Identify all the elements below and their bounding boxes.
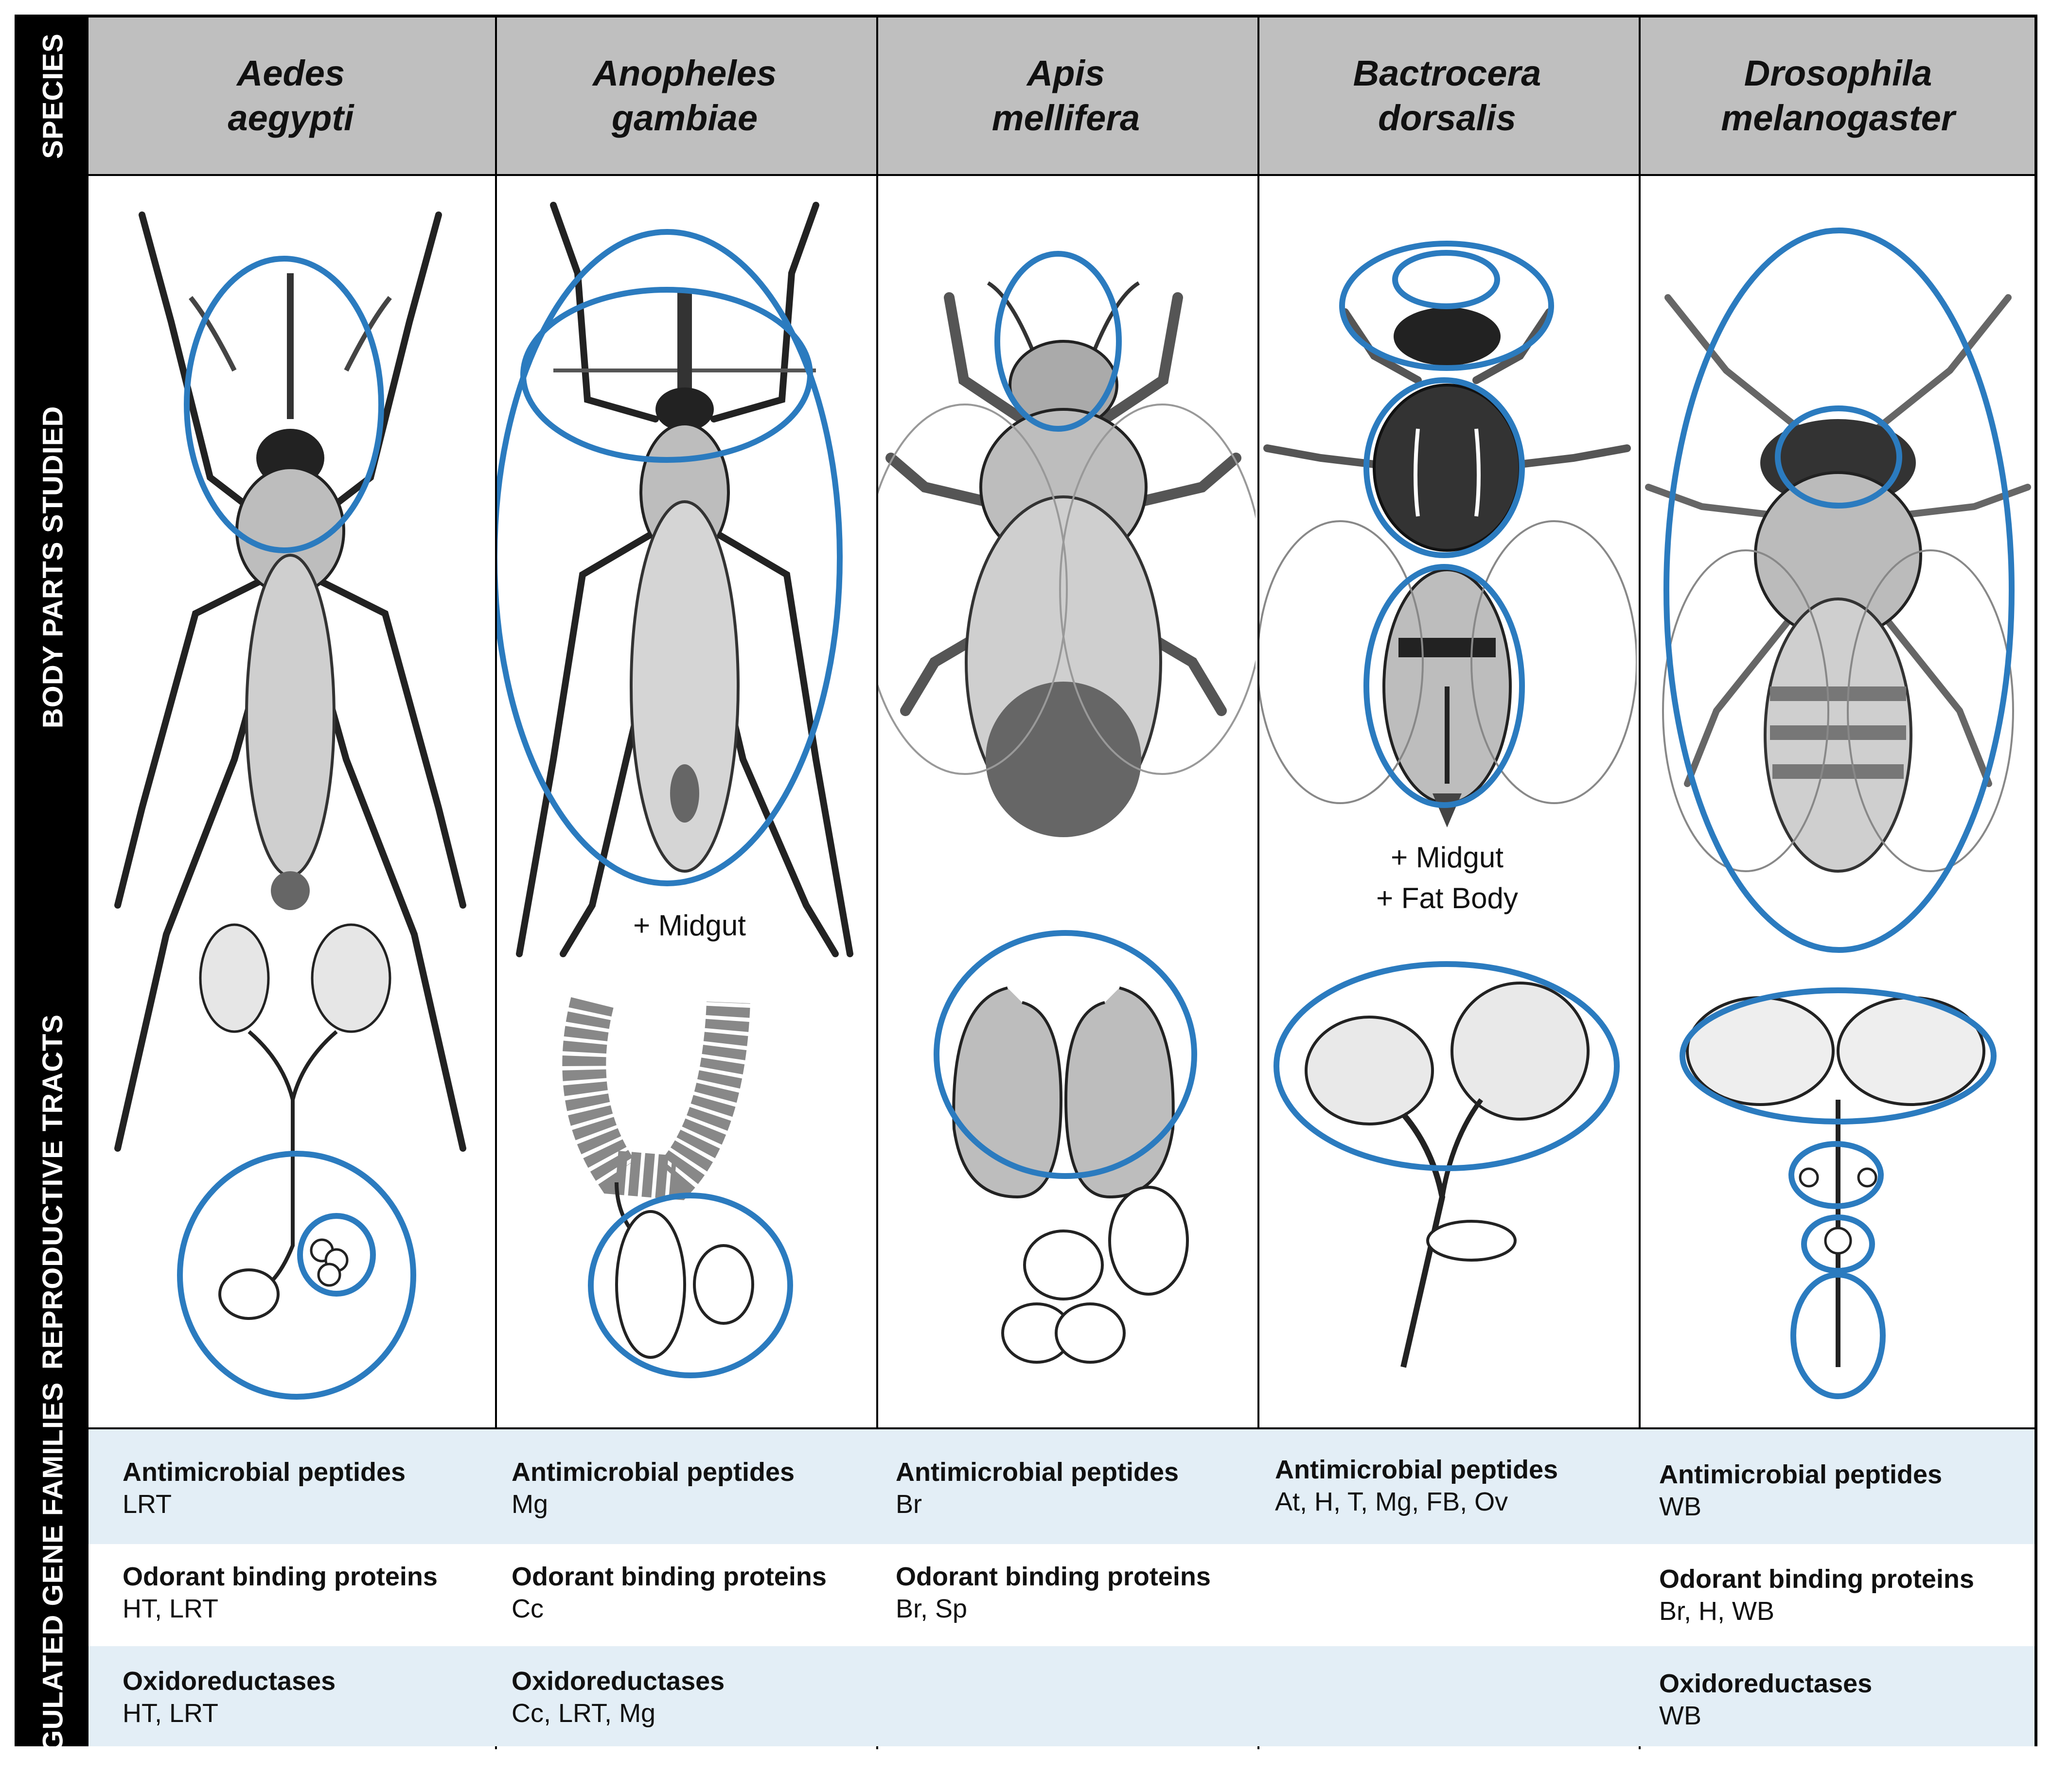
drosophila-illustration — [1645, 228, 2031, 1399]
bactrocera-amp-cell: Antimicrobial peptides At, H, T, Mg, FB,… — [1275, 1455, 1558, 1516]
aedes-amp-cell: Antimicrobial peptides LRT — [123, 1458, 406, 1519]
anopheles-extra-parts: + Midgut — [633, 909, 746, 942]
anopheles-amp-cell: Antimicrobial peptides Mg — [512, 1458, 795, 1519]
row-label-body-parts: BODY PARTS STUDIED — [37, 405, 69, 728]
aedes-obp-cell: Odorant binding proteins HT, LRT — [123, 1562, 438, 1623]
row-label-gene-families: REGULATED GENE FAMILIES — [37, 1382, 69, 1792]
illustration-area: + Midgut — [88, 176, 2034, 1427]
apis-illustration — [876, 251, 1256, 1364]
anopheles-oxi-cell: Oxidoreductases Cc, LRT, Mg — [512, 1667, 725, 1728]
drosophila-amp-cell: Antimicrobial peptides WB — [1659, 1460, 1943, 1521]
column-divider — [495, 18, 497, 1749]
column-divider — [876, 18, 878, 1749]
apis-obp-cell: Odorant binding proteins Br, Sp — [896, 1562, 1211, 1623]
amp-row — [88, 1427, 2034, 1544]
bactrocera-extra-parts: + Midgut + Fat Body — [1376, 841, 1518, 914]
anopheles-obp-cell: Odorant binding proteins Cc — [512, 1562, 827, 1623]
row-label-strip: SPECIES BODY PARTS STUDIED REPRODUCTIVE … — [18, 18, 88, 1792]
table-top-border — [88, 1427, 2034, 1429]
drosophila-obp-cell: Odorant binding proteins Br, H, WB — [1659, 1564, 1974, 1626]
bactrocera-illustration — [1257, 241, 1637, 1368]
row-label-species: SPECIES — [37, 33, 69, 159]
apis-amp-cell: Antimicrobial peptides Br — [896, 1458, 1179, 1519]
row-label-reproductive: REPRODUCTIVE TRACTS — [37, 1014, 69, 1370]
column-divider — [1639, 18, 1641, 1749]
aedes-oxi-cell: Oxidoreductases HT, LRT — [123, 1667, 336, 1728]
obp-row — [88, 1544, 2034, 1646]
column-divider — [1257, 18, 1259, 1749]
drosophila-oxi-cell: Oxidoreductases WB — [1659, 1669, 1873, 1730]
aedes-illustration — [114, 211, 466, 1400]
figure-panel: SPECIES BODY PARTS STUDIED REPRODUCTIVE … — [15, 15, 2037, 1792]
anopheles-illustration — [495, 202, 853, 1378]
oxidoreductase-row — [88, 1646, 2034, 1746]
gene-families-table: Antimicrobial peptides LRT Odorant bindi… — [88, 1427, 2034, 1746]
